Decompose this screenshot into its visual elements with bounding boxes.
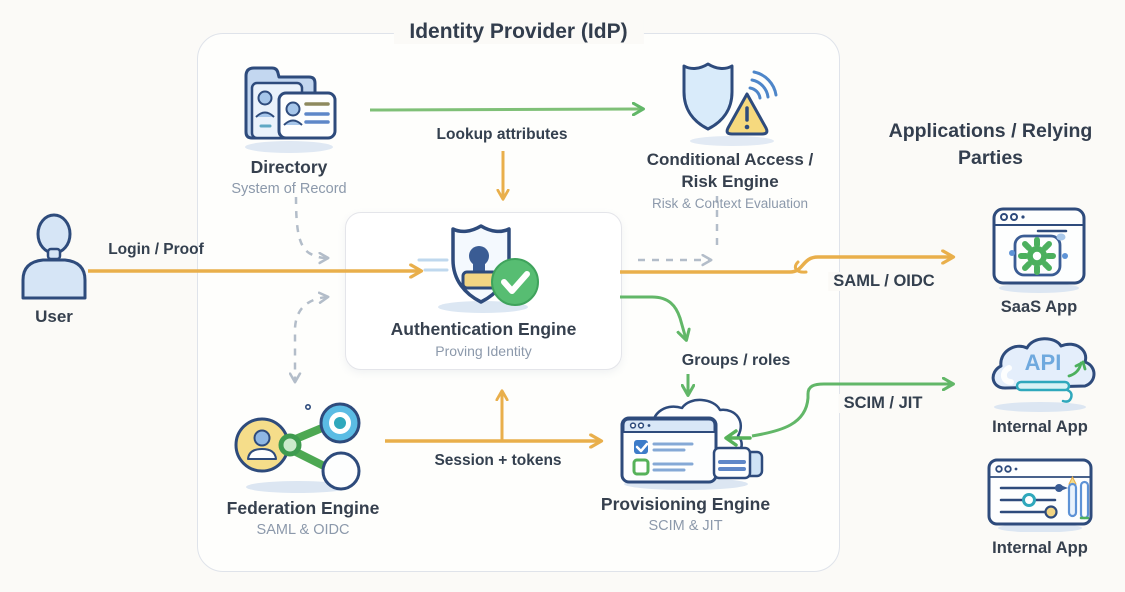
- node-sublabel: SAML & OIDC: [256, 522, 350, 538]
- arrow-saml-oidc: [620, 257, 952, 274]
- shield-warning-signal-icon: [682, 62, 778, 146]
- arrow-directory-auth-dashed: [294, 196, 330, 265]
- arrow-scim-jit: [751, 384, 952, 438]
- node-federation-engine: Federation Engine SAML & OIDC: [217, 397, 389, 538]
- node-label: Internal App: [992, 539, 1088, 557]
- node-sublabel: System of Record: [231, 181, 347, 197]
- node-label: SaaS App: [1000, 298, 1078, 316]
- edge-label-lookup: Lookup attributes: [436, 126, 568, 143]
- node-label: Conditional Access /: [646, 150, 814, 169]
- apps-heading-line1: Applications / Relying: [888, 120, 1093, 142]
- cloud-api-icon: API: [991, 337, 1096, 412]
- arrow-auth-federation-dashed: [288, 291, 330, 384]
- apps-heading-line2: Parties: [957, 147, 1024, 169]
- node-internal-app-2: Internal App: [978, 456, 1102, 559]
- node-label: Directory: [250, 157, 328, 177]
- node-label: User: [35, 307, 73, 326]
- edge-label-login-proof: Login / Proof: [108, 241, 204, 258]
- arrow-auth-groups: [620, 295, 686, 339]
- node-provisioning-engine: Provisioning Engine SCIM & JIT: [598, 398, 773, 534]
- arrow-saml-curl: [793, 260, 808, 274]
- edge-label-groups-roles: Groups / roles: [681, 352, 791, 369]
- apps-heading: Applications / Relying Parties: [878, 118, 1103, 172]
- api-icon-text: API: [1025, 350, 1062, 375]
- node-internal-app-api: API Internal App: [975, 330, 1105, 438]
- browser-gear-icon: [992, 207, 1086, 293]
- person-icon: [21, 213, 87, 300]
- node-label: Internal App: [992, 418, 1088, 436]
- node-sublabel: SCIM & JIT: [648, 518, 723, 534]
- network-nodes-icon: [234, 402, 361, 493]
- edge-label-session-tokens: Session + tokens: [434, 452, 562, 469]
- node-saas-app: SaaS App: [980, 203, 1098, 318]
- idp-title: Identity Provider (IdP): [393, 20, 644, 44]
- browser-cloud-sync-icon: [620, 398, 763, 490]
- edge-label-saml-oidc: SAML / OIDC: [828, 272, 940, 291]
- shield-stamp-check-icon: [417, 224, 539, 313]
- node-authentication-engine: Authentication Engine Proving Identity: [345, 212, 622, 370]
- arrow-lookup-attributes: [369, 109, 642, 110]
- node-conditional-access: Conditional Access / Risk Engine Risk & …: [635, 58, 825, 211]
- edge-label-scim-jit: SCIM / JIT: [838, 394, 928, 413]
- node-label: Authentication Engine: [390, 319, 577, 339]
- node-label: Federation Engine: [226, 498, 380, 518]
- node-sublabel: Risk & Context Evaluation: [651, 196, 809, 211]
- node-label: Provisioning Engine: [600, 494, 771, 514]
- node-label2: Risk Engine: [681, 172, 779, 191]
- node-user: User: [14, 212, 94, 328]
- node-directory: Directory System of Record: [214, 56, 364, 197]
- browser-sliders-icon: [987, 458, 1093, 532]
- node-sublabel: Proving Identity: [435, 343, 532, 359]
- folder-id-cards-icon: [244, 66, 336, 153]
